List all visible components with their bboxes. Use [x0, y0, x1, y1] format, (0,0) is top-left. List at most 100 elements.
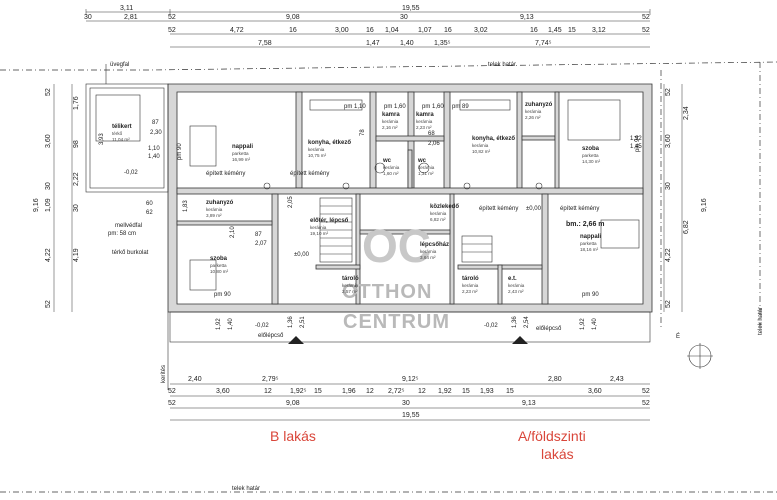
n-145-r: 1,45: [630, 144, 642, 150]
svg-text:14,30 m²: 14,30 m²: [582, 159, 601, 164]
dim-top-r3-5: 1,04: [385, 27, 399, 34]
bm-label: bm.: 2,66 m: [566, 221, 605, 228]
dim-left-10: 52: [45, 300, 52, 308]
level-m002-b2: -0,02: [484, 323, 498, 329]
svg-text:parketta: parketta: [580, 241, 597, 246]
dim-right-5: 4,22: [665, 248, 672, 262]
svg-text:nappali: nappali: [580, 234, 601, 240]
svg-text:3,89 m²: 3,89 m²: [206, 213, 222, 218]
watermark-logo: OC: [362, 220, 431, 272]
telek-hatar-right-label: telek határ: [758, 307, 764, 335]
room-zuhanyzo-b: zuhanyzó kerámia 3,89 m²: [206, 200, 234, 218]
n-140: 1,40: [148, 154, 160, 160]
svg-text:10,75 m²: 10,75 m²: [308, 153, 327, 158]
svg-text:kerámia: kerámia: [462, 283, 479, 288]
pm-160-b: pm 1,60: [422, 104, 444, 110]
room-szoba-b: szoba parketta 10,80 m²: [210, 256, 229, 274]
elolepcso-b: előlépcső: [258, 333, 284, 339]
svg-text:18,16 m²: 18,16 m²: [580, 247, 599, 252]
svg-text:16,99 m²: 16,99 m²: [232, 157, 251, 162]
svg-text:kamra: kamra: [382, 112, 400, 118]
epitett-kemeny-1: épített kémény: [206, 171, 245, 177]
svg-text:3,64 m²: 3,64 m²: [420, 255, 436, 260]
n-230: 2,30: [150, 130, 162, 136]
a-lakas-label-line1: A/földszinti: [518, 428, 586, 444]
dim-bot-r2-11: 1,93: [480, 388, 494, 395]
n-205: 2,05: [288, 196, 294, 208]
room-kamra-b: kamra kerámia 2,16 m²: [382, 112, 400, 130]
entrance-steps: [169, 311, 651, 344]
level-m002-l: -0,02: [124, 170, 138, 176]
dim-top-r2-3: 9,08: [286, 14, 300, 21]
svg-text:tároló: tároló: [342, 276, 359, 282]
svg-text:1,31 m²: 1,31 m²: [418, 171, 434, 176]
dim-bot-r2-1: 3,60: [216, 388, 230, 395]
n-254: 2,54: [524, 316, 530, 328]
svg-text:zuhanyzó: zuhanyzó: [525, 102, 553, 108]
dim-bot-r2-4: 15: [314, 388, 322, 395]
property-lines: telek határ telek határ telek határ: [0, 61, 777, 493]
dim-top-r3-12: 3,12: [592, 27, 606, 34]
furniture: [189, 99, 640, 291]
pm-160-a: pm 1,60: [384, 104, 406, 110]
dim-top-r2-0: 30: [84, 14, 92, 21]
bottom-dimensions: 2,40 2,79⁵ 9,12⁵ 2,80 2,43 52 3,60 12 1,…: [168, 376, 650, 421]
dim-bot-r1-3: 2,80: [548, 376, 562, 383]
svg-text:kerámia: kerámia: [382, 119, 399, 124]
dim-bot-r2-12: 15: [506, 388, 514, 395]
room-szoba-a: szoba parketta 14,30 m²: [582, 146, 601, 164]
kerites-label: kerítés: [161, 365, 167, 383]
svg-text:nappali: nappali: [232, 144, 253, 150]
svg-text:közlekedő: közlekedő: [430, 204, 459, 210]
n-140-b: 1,40: [592, 318, 598, 330]
room-eloter-b: előtér, lépcső kerámia 19,10 m²: [310, 218, 349, 236]
mellvedfal-pm-label: pm: 58 cm: [108, 231, 136, 237]
dim-right-3: 30: [665, 182, 672, 190]
epitett-kemeny-4: épített kémény: [560, 206, 599, 212]
dim-right-0: 52: [665, 88, 672, 96]
room-nappali-b: nappali parketta 16,99 m²: [232, 144, 253, 162]
svg-text:2,43 m²: 2,43 m²: [508, 289, 524, 294]
svg-text:10,80 m²: 10,80 m²: [210, 269, 229, 274]
svg-text:e.t.: e.t.: [508, 276, 517, 282]
dim-bot-r2-13: 3,60: [588, 388, 602, 395]
svg-text:szoba: szoba: [582, 146, 600, 152]
dim-top-r4-3: 1,35⁵: [434, 40, 451, 47]
dim-bot-r3-3: 9,13: [522, 400, 536, 407]
n-207: 2,07: [255, 241, 267, 247]
svg-text:kerámia: kerámia: [430, 211, 447, 216]
svg-text:parketta: parketta: [582, 153, 599, 158]
dim-right-6: 52: [665, 300, 672, 308]
dim-top-r1-1: 19,55: [402, 5, 420, 12]
stairs: [319, 197, 493, 263]
n-68: 68: [428, 131, 435, 137]
svg-text:wc: wc: [417, 158, 427, 164]
dim-top-r3-10: 1,45: [548, 27, 562, 34]
dim-left-8: 4,22: [45, 248, 52, 262]
dim-right-2: 3,60: [665, 134, 672, 148]
dim-bot-r2-6: 12: [366, 388, 374, 395]
dim-top-r4-2: 1,40: [400, 40, 414, 47]
dim-top-r2-5: 9,13: [520, 14, 534, 21]
n-60: 60: [146, 201, 153, 207]
dim-left-7: 30: [73, 204, 80, 212]
dim-bot-r2-9: 1,92: [438, 388, 452, 395]
telek-hatar-bottom-label: telek határ: [232, 486, 260, 492]
n-136b: 1,36: [512, 316, 518, 328]
room-konyha-b: konyha, étkező kerámia 10,75 m²: [308, 140, 351, 158]
room-zuhanyzo-a-top: zuhanyzó kerámia 2,26 m²: [525, 102, 553, 120]
dim-right-1: 2,34: [683, 106, 690, 120]
svg-text:kerámia: kerámia: [416, 119, 433, 124]
dim-top-r3-0: 52: [168, 27, 176, 34]
n-87: 87: [152, 120, 159, 126]
dim-top-r2-6: 52: [642, 14, 650, 21]
n-140-l: 1,40: [228, 318, 234, 330]
dim-top-r4-4: 7,74⁵: [535, 40, 552, 47]
annotations: pm 1,10 pm 1,60 pm 1,60 pm 89 pm 90 pm 9…: [99, 104, 642, 339]
n-393: 3,93: [99, 133, 105, 145]
svg-text:parketta: parketta: [210, 263, 227, 268]
dim-left-6: 1,09: [45, 198, 52, 212]
dim-top-r4-0: 7,58: [258, 40, 272, 47]
dim-top-r3-4: 16: [366, 27, 374, 34]
